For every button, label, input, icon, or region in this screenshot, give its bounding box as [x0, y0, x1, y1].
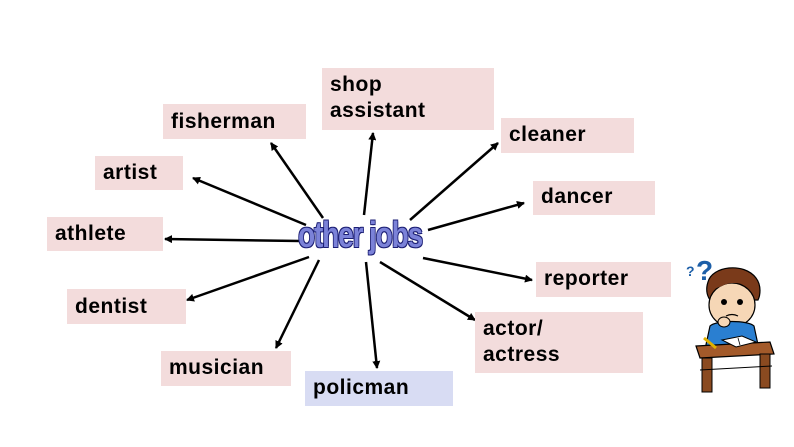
arrow-cleaner [410, 143, 498, 220]
job-box-shop-assistant: shop assistant [322, 68, 494, 130]
arrow-fisherman [271, 143, 323, 218]
arrow-dancer [428, 203, 524, 230]
question-mark-small-icon: ? [686, 263, 695, 279]
center-label: other jobs [298, 214, 422, 256]
job-box-actor-actress: actor/ actress [475, 312, 643, 373]
arrow-reporter [423, 258, 532, 280]
job-box-fisherman: fisherman [163, 104, 306, 139]
job-box-cleaner: cleaner [501, 118, 634, 153]
job-box-musician: musician [161, 351, 291, 386]
arrow-dentist [187, 257, 309, 300]
arrow-musician [276, 260, 319, 348]
job-box-artist: artist [95, 156, 183, 190]
arrow-artist [193, 178, 306, 225]
job-box-dentist: dentist [67, 289, 186, 324]
arrow-athlete [165, 239, 300, 241]
job-box-policman: policman [305, 371, 453, 406]
thinking-boy-illustration: ? ? [682, 250, 782, 400]
arrow-policman [366, 262, 377, 368]
arrow-shop-assistant [364, 133, 373, 215]
arrow-actor [380, 262, 475, 320]
job-box-reporter: reporter [536, 262, 671, 297]
job-box-dancer: dancer [533, 181, 655, 215]
job-box-athlete: athlete [47, 217, 163, 251]
